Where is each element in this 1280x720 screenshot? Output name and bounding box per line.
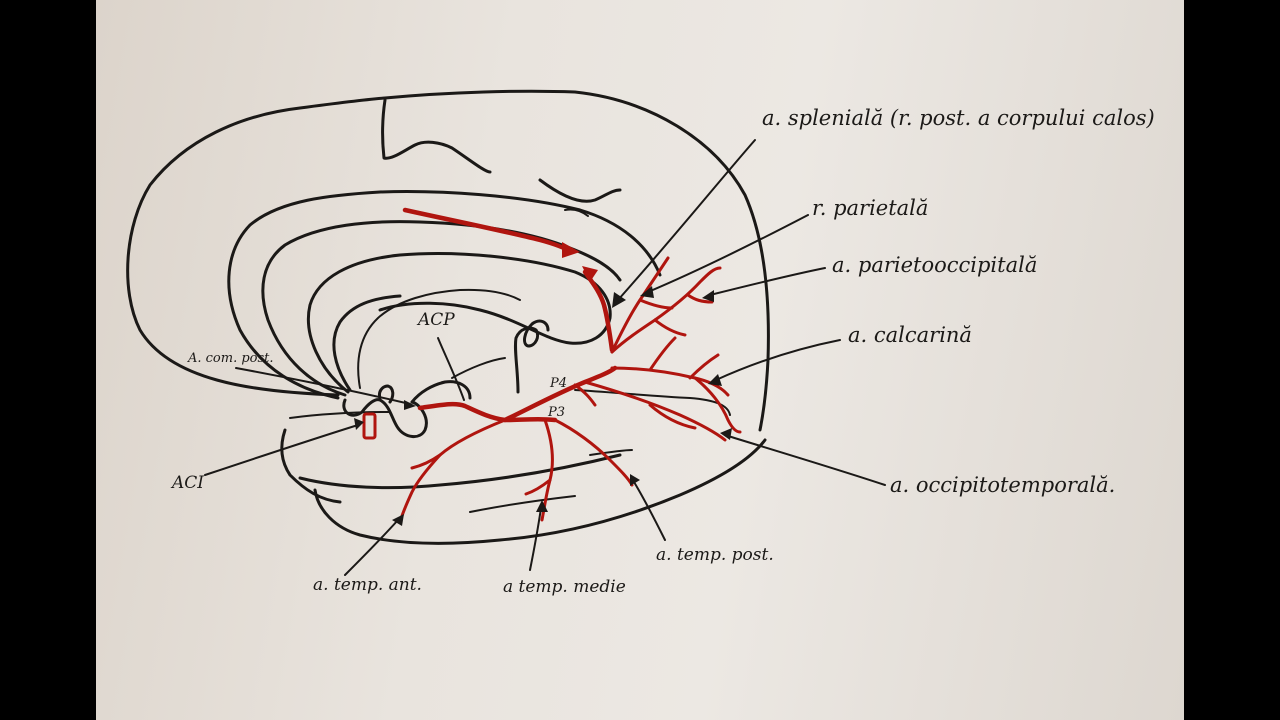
cerebral-peduncle: [410, 380, 472, 404]
pca-main-trunk: [417, 401, 558, 423]
occipitotemporal-twig: [648, 403, 697, 430]
parietal-twig-3: [686, 293, 714, 304]
pineal-region-curl: [513, 319, 550, 394]
label-p4: P4: [549, 376, 567, 391]
pointer-parietal-head: [640, 286, 654, 298]
middle-temporal-twig: [524, 478, 552, 496]
label-temp-ant: a. temp. ant.: [313, 575, 422, 595]
pointer-temp-post-head: [630, 474, 640, 486]
central-sulcus-fold: [381, 98, 492, 174]
pointer-temp-ant: [344, 519, 399, 576]
labels: a. splenială (r. post. a corpului calos)…: [170, 106, 1155, 597]
precuneus-tick: [564, 208, 589, 217]
temporal-lobe-contour-2: [298, 453, 622, 490]
calcarine-twig-1: [648, 336, 677, 372]
label-parietal: r. parietală: [812, 196, 928, 220]
anterior-temporal-twig: [410, 453, 442, 470]
aci-cross-section: [362, 412, 377, 440]
pointer-temp-post: [633, 481, 666, 541]
parietal-twig-2: [653, 318, 687, 337]
pointer-aci-head: [354, 418, 364, 430]
midbrain-outline: [342, 398, 428, 438]
pointer-aci: [204, 424, 359, 476]
calcarine-twig-3: [693, 376, 742, 434]
cingulate-gyrus-outer: [227, 190, 662, 400]
posterior-temporal-artery: [553, 418, 634, 487]
p4-small-branch: [573, 383, 597, 407]
corpus-callosum-outer: [306, 252, 612, 394]
label-parieto-occipital: a. parietooccipitală: [832, 253, 1037, 277]
parieto-occipital-sulcus: [538, 178, 622, 203]
collateral-sulcus-line: [469, 495, 576, 513]
calcarine-twig-2: [688, 353, 720, 380]
pointer-parieto-occipital: [709, 267, 826, 296]
temporal-lobe-contour-1: [313, 438, 767, 545]
splenial-artery: [402, 207, 575, 255]
label-calcarine: a. calcarină: [848, 323, 972, 347]
label-a-com-post: A. com. post.: [187, 351, 274, 366]
label-acp: ACP: [416, 310, 455, 330]
pointer-temp-ant-head: [392, 514, 404, 526]
pointer-parietal: [647, 214, 809, 293]
parietal-twig-1: [638, 298, 674, 310]
occipital-lower-line: [574, 389, 731, 416]
pointer-acp: [437, 337, 465, 401]
pointer-calcarine-head: [708, 374, 722, 386]
pointer-a-com-post-head: [404, 400, 416, 410]
pointer-lines: [204, 139, 886, 576]
label-p3: P3: [547, 405, 565, 420]
splenial-lower-branch: [582, 269, 615, 353]
occipitotemporal-artery: [583, 380, 727, 442]
hemisphere-outer-contour: [126, 89, 770, 432]
pointer-temp-medie-head: [536, 500, 548, 512]
corpus-callosum-inner: [332, 294, 402, 392]
pointer-calcarine: [715, 339, 841, 381]
splenial-arrowhead: [562, 242, 580, 258]
anterior-temporal-artery: [398, 418, 507, 524]
whiteboard: [96, 0, 1184, 720]
quadrigeminal-line: [451, 357, 506, 379]
pointer-parieto-occipital-head: [702, 290, 714, 302]
pointer-occipitotemporal-head: [720, 428, 732, 440]
label-occipitotemporal: a. occipitotemporală.: [890, 473, 1115, 497]
temporal-sulcus-line: [289, 411, 391, 419]
label-splenial: a. splenială (r. post. a corpului calos): [762, 106, 1155, 130]
label-temp-medie: a temp. medie: [503, 577, 626, 597]
lingual-line: [589, 449, 633, 456]
pointer-occipitotemporal: [727, 435, 886, 486]
brain-outline: [126, 89, 770, 545]
pointer-a-com-post: [235, 367, 411, 405]
label-aci: ACI: [170, 473, 204, 493]
pointer-temp-medie: [529, 507, 542, 571]
interpeduncular-line: [378, 384, 395, 404]
parieto-occipital-artery: [610, 266, 722, 354]
splenial-lower-arrowhead: [582, 266, 598, 282]
label-temp-post: a. temp. post.: [656, 545, 774, 565]
fornix-line: [357, 288, 521, 389]
pointer-splenial: [617, 139, 756, 301]
pointer-splenial-head: [612, 292, 626, 308]
posterior-cerebral-artery-tree: [362, 207, 742, 524]
temporal-lobe-outer: [280, 428, 342, 504]
